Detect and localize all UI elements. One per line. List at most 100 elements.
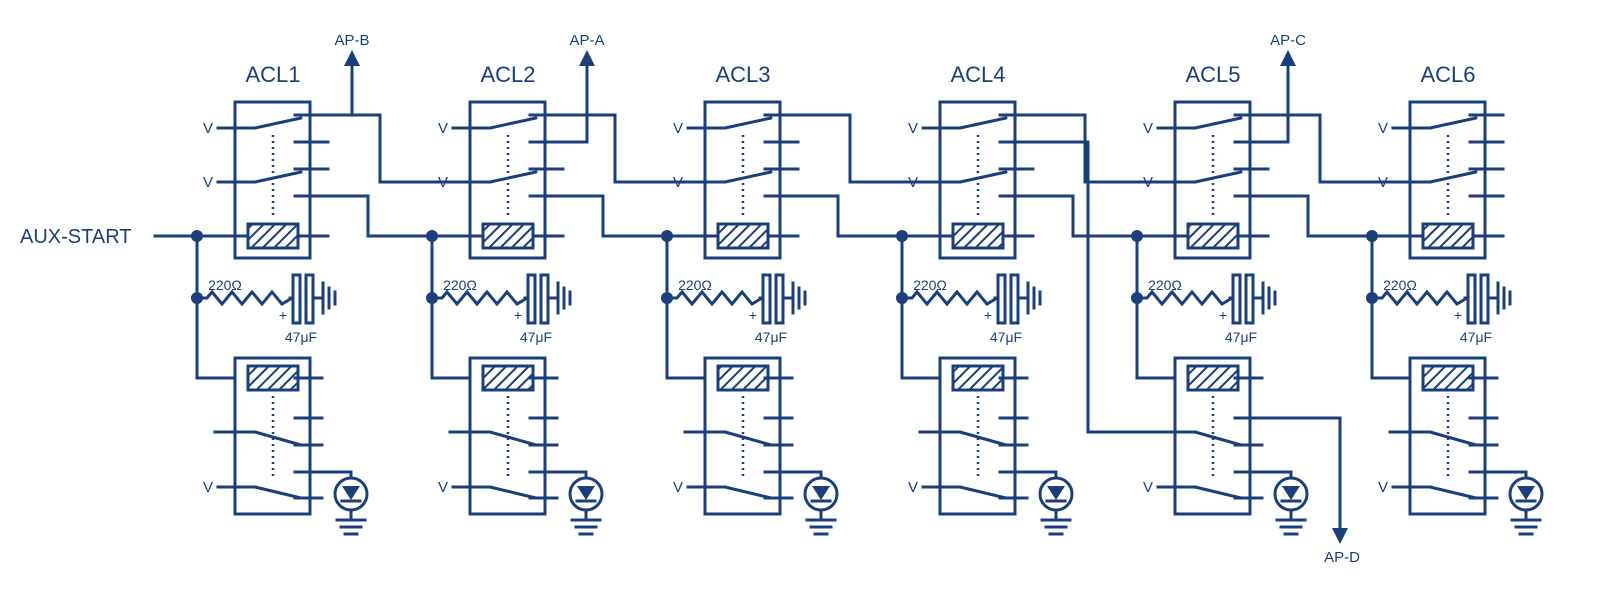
switch-blade — [958, 170, 1008, 184]
sequence-wire — [1266, 113, 1395, 184]
led-wire — [1025, 470, 1058, 480]
ap-a-output-label: AP-A — [569, 32, 604, 49]
coil-bus-wire — [1266, 194, 1374, 238]
capacitor-plate — [761, 273, 772, 325]
switch-blade — [253, 430, 303, 447]
resistor — [195, 289, 298, 307]
ap-d-output-label: AP-D — [1324, 549, 1360, 566]
led-diode-icon — [1517, 486, 1535, 500]
switch-blade — [253, 116, 303, 130]
module-title: ACL3 — [715, 62, 770, 87]
led-wire — [320, 470, 353, 480]
capacitor-plus: + — [1454, 307, 1462, 323]
switch-blade — [488, 116, 538, 130]
switch-blade — [1428, 170, 1478, 184]
switch-blade — [958, 116, 1008, 130]
resistor — [665, 289, 768, 307]
led-diode-icon — [1282, 486, 1300, 500]
switch-blade — [1428, 430, 1478, 447]
voltage-label: V — [1143, 120, 1153, 137]
capacitor-plus: + — [279, 307, 287, 323]
voltage-label: V — [203, 479, 213, 496]
resistor-label: 220Ω — [443, 277, 477, 293]
voltage-label: V — [1143, 479, 1153, 496]
relay-coil — [716, 222, 770, 250]
relay-coil — [1421, 222, 1475, 250]
module-title: ACL2 — [480, 62, 535, 87]
module-title: ACL5 — [1185, 62, 1240, 87]
module-title: ACL4 — [950, 62, 1005, 87]
switch-blade — [958, 430, 1008, 447]
voltage-label: V — [203, 174, 213, 191]
relay-coil — [1186, 364, 1240, 392]
relay-coil — [481, 222, 535, 250]
capacitor-plate — [1231, 273, 1242, 325]
coil-bus-wire — [1031, 194, 1139, 238]
switch-blade — [1193, 485, 1243, 500]
interconnect-wires — [326, 113, 1395, 530]
switch-blade — [723, 170, 773, 184]
voltage-label: V — [438, 120, 448, 137]
sequence-wire — [1031, 113, 1160, 184]
led-wire — [790, 470, 823, 480]
capacitor-label: 47μF — [1225, 329, 1257, 345]
capacitor-plus: + — [1219, 307, 1227, 323]
resistor — [900, 289, 1003, 307]
led-diode-icon — [812, 486, 830, 500]
led-diode-icon — [577, 486, 595, 500]
resistor — [430, 289, 533, 307]
module-title: ACL1 — [245, 62, 300, 87]
ap-a-output-arrow — [579, 50, 595, 66]
aux-start-label: AUX-START — [20, 226, 132, 248]
capacitor-plate — [996, 273, 1007, 325]
ap-b-output-label: AP-B — [334, 32, 369, 49]
capacitor-plate — [291, 273, 302, 325]
led-wire — [1495, 470, 1528, 480]
switch-blade — [253, 170, 303, 184]
switch-blade — [488, 430, 538, 447]
capacitor-plate — [526, 273, 537, 325]
relay-coil — [246, 364, 300, 392]
switch-blade — [723, 485, 773, 500]
coil-bus-wire — [796, 194, 904, 238]
switch-blade — [1428, 485, 1478, 500]
switch-blade — [488, 170, 538, 184]
ap-c-output-label: AP-C — [1270, 32, 1306, 49]
resistor-label: 220Ω — [678, 277, 712, 293]
module-title: ACL6 — [1420, 62, 1475, 87]
capacitor-label: 47μF — [520, 329, 552, 345]
relay-coil — [481, 364, 535, 392]
ap-d-wire — [1260, 416, 1342, 530]
capacitor-label: 47μF — [990, 329, 1022, 345]
sequence-wire — [326, 113, 455, 184]
output-arrows: AP-B AP-A AP-C AP-D — [326, 32, 1360, 566]
voltage-label: V — [673, 479, 683, 496]
capacitor-plus: + — [749, 307, 757, 323]
led-diode-icon — [342, 486, 360, 500]
capacitor-label: 47μF — [285, 329, 317, 345]
resistor-label: 220Ω — [1383, 277, 1417, 293]
capacitor-label: 47μF — [755, 329, 787, 345]
ap-c-output-arrow — [1280, 50, 1296, 66]
voltage-label: V — [203, 120, 213, 137]
led-wire — [555, 470, 588, 480]
voltage-label: V — [908, 120, 918, 137]
capacitor-plate — [1466, 273, 1477, 325]
ap-d-feed-wire — [1031, 140, 1157, 434]
switch-blade — [1193, 170, 1243, 184]
voltage-label: V — [438, 479, 448, 496]
ap-b-output-arrow — [344, 50, 360, 66]
led-diode-icon — [1047, 486, 1065, 500]
sequence-wire — [796, 113, 925, 184]
capacitor-plus: + — [984, 307, 992, 323]
switch-blade — [723, 116, 773, 130]
switch-blade — [1428, 116, 1478, 130]
coil-bus-wire — [561, 194, 669, 238]
